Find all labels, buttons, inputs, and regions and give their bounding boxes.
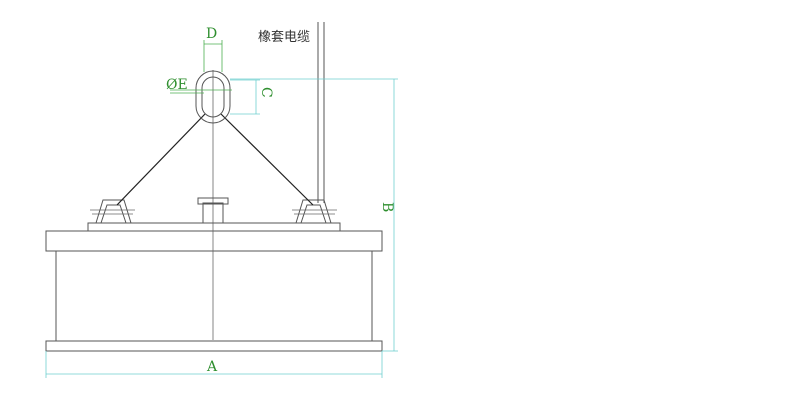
top-flange (45, 230, 383, 252)
magnet-body (45, 222, 383, 352)
center-boss (197, 197, 229, 224)
label-dim-a: A (206, 359, 218, 375)
body-shell (55, 250, 373, 342)
left-sling-chain (116, 113, 206, 206)
right-sling-chain (220, 113, 314, 206)
label-dim-e: ØE (166, 77, 188, 93)
lifting-ring (195, 70, 231, 124)
label-dim-d: D (206, 26, 217, 42)
cable-label: 橡套电缆 (258, 29, 310, 45)
dimension-b (230, 78, 398, 352)
left-lifting-lug (90, 199, 135, 224)
bottom-plate (45, 340, 383, 352)
dimension-d (203, 40, 223, 72)
rubber-cable (317, 22, 325, 203)
dimension-a (45, 351, 383, 378)
dimension-e (170, 89, 232, 94)
right-lifting-lug (292, 199, 337, 224)
label-dim-b: B (379, 202, 395, 212)
label-dim-c: C (258, 87, 274, 98)
top-cover-plate (87, 222, 341, 232)
dimension-c (230, 79, 260, 115)
